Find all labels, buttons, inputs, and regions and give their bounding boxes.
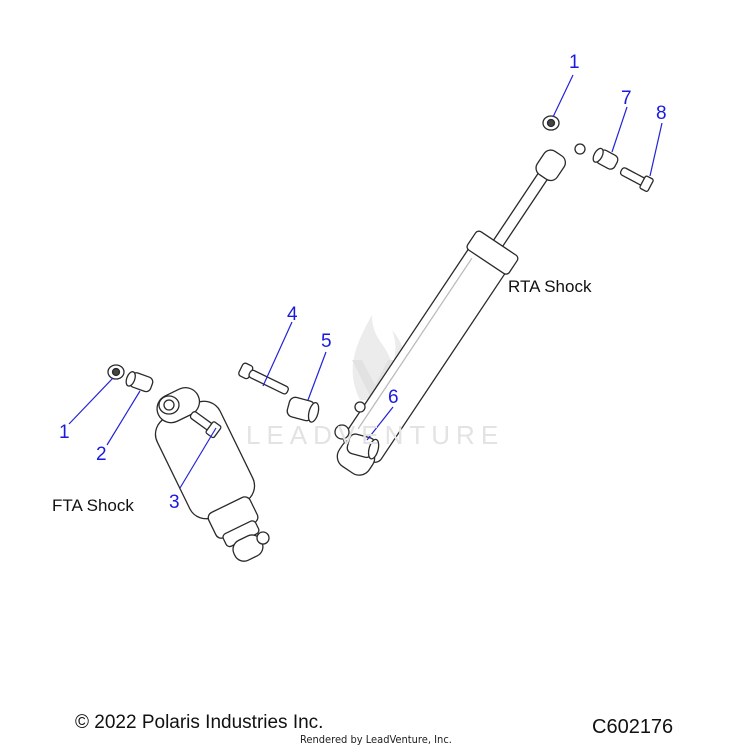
rta-shock-collar	[466, 230, 519, 275]
rta-shock-top-eye	[535, 149, 567, 182]
rta-bolt-part-8	[619, 167, 654, 192]
leader-line-fta-3	[179, 427, 217, 489]
rta-bushing-part-5	[286, 396, 320, 423]
leadventure-watermark-text: LEADVENTURE	[246, 420, 505, 450]
callout-rta-5: 5	[321, 331, 332, 352]
leader-line-rta-4	[262, 321, 293, 387]
rta-shock-label: RTA Shock	[508, 277, 592, 296]
leader-line-rta-6	[366, 406, 394, 441]
leader-line-fta-2	[106, 390, 141, 446]
leader-line-rta-8	[649, 122, 663, 177]
fta-shock-label: FTA Shock	[52, 496, 134, 515]
leader-line-rta-5	[307, 351, 327, 401]
callout-fta-2: 2	[96, 444, 107, 465]
rendered-by-text: Rendered by LeadVenture, Inc.	[300, 733, 452, 746]
copyright-text: © 2022 Polaris Industries Inc.	[75, 712, 324, 733]
rta-shock	[334, 143, 586, 476]
fta-nut-part-1	[107, 364, 125, 380]
callout-rta-1: 1	[569, 52, 580, 73]
fta-bolt-part-3	[189, 411, 222, 439]
rta-bolt-part-4	[238, 362, 289, 395]
rta-bushing-part-7	[592, 147, 619, 170]
fta-shock	[154, 387, 270, 562]
callout-fta-1: 1	[59, 422, 70, 443]
leader-line-fta-1	[68, 377, 114, 425]
callout-rta-7: 7	[621, 88, 632, 109]
callout-rta-6: 6	[388, 387, 399, 408]
callout-fta-3: 3	[169, 492, 180, 513]
rta-nut-part-1	[542, 115, 560, 131]
fta-bushing-part-2	[125, 371, 154, 393]
callout-rta-8: 8	[656, 103, 667, 124]
leader-line-rta-7	[611, 106, 628, 153]
rta-shock-shaft	[491, 172, 549, 250]
diagram-code: C602176	[592, 716, 674, 738]
callout-rta-4: 4	[287, 304, 298, 325]
rta-bushing-part-6	[346, 433, 380, 460]
leader-line-rta-1	[552, 74, 574, 118]
